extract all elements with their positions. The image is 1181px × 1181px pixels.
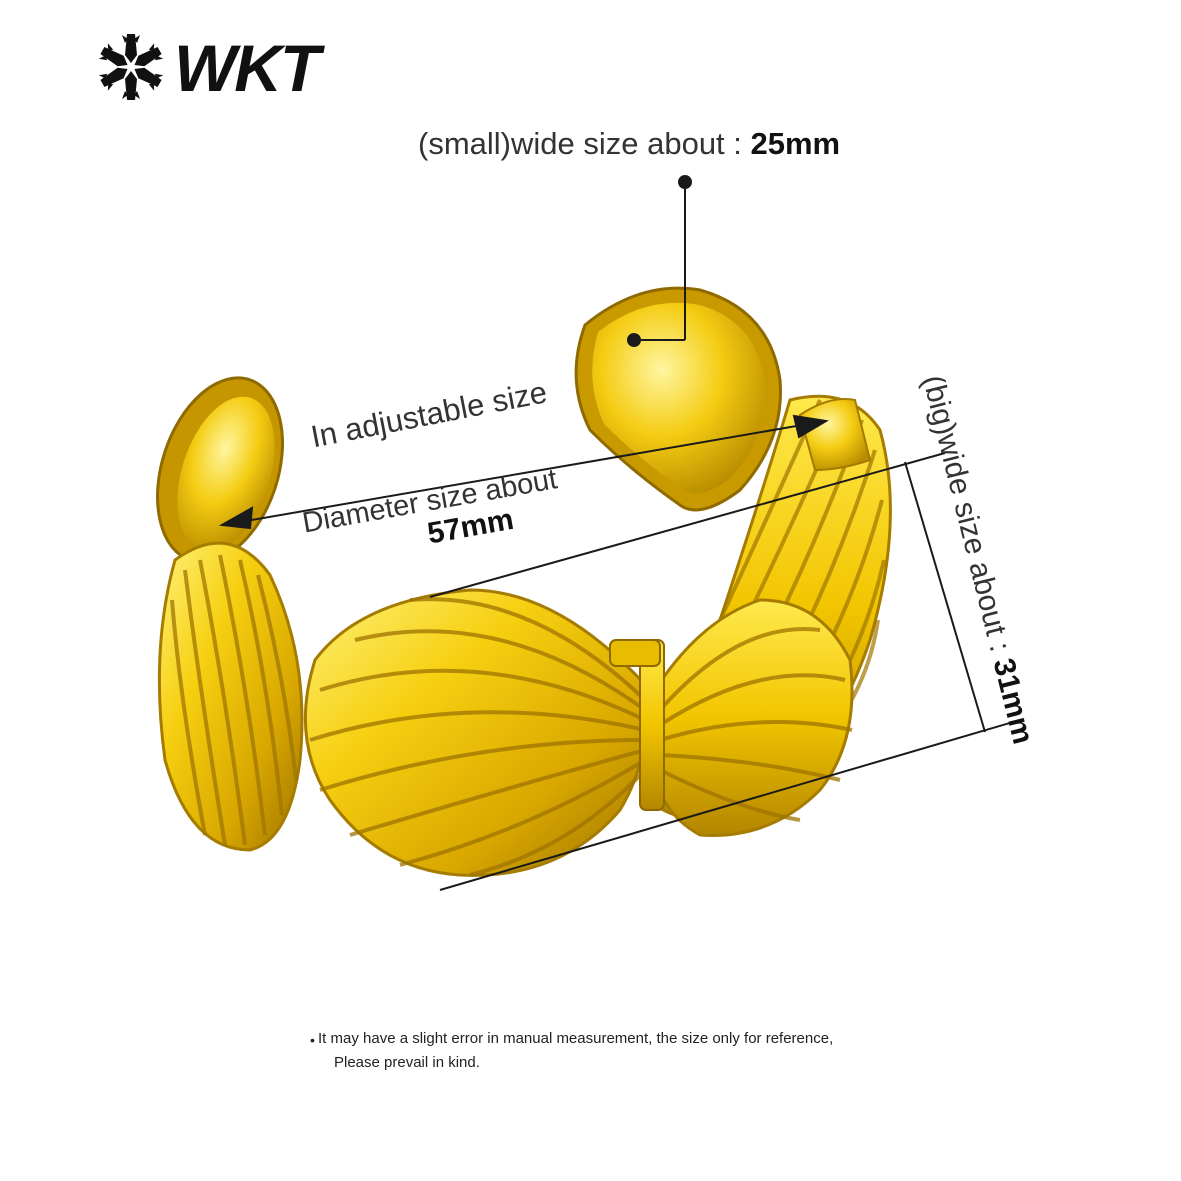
measurement-disclaimer: • It may have a slight error in manual m… bbox=[310, 1027, 834, 1075]
diameter-arrow-left-head bbox=[218, 506, 254, 530]
big-width-dimension-line bbox=[904, 461, 986, 733]
measurement-lines bbox=[218, 175, 1021, 891]
left-outer-shell bbox=[157, 541, 304, 852]
small-width-value: 25mm bbox=[750, 126, 841, 161]
note-bullet: • bbox=[310, 1032, 315, 1048]
small-width-target-dot bbox=[627, 333, 641, 347]
big-width-bottom-extension bbox=[439, 719, 1021, 891]
note-line-1: It may have a slight error in manual mea… bbox=[318, 1030, 834, 1047]
diameter-arrow-line bbox=[239, 423, 809, 523]
brand-logo: WKT bbox=[96, 28, 356, 108]
right-top-shell bbox=[574, 286, 782, 512]
small-width-label: (small)wide size about : bbox=[418, 126, 751, 161]
big-width-top-extension bbox=[429, 452, 946, 598]
small-width-annotation: (small)wide size about : 25mm bbox=[418, 126, 840, 162]
brand-name: WKT bbox=[174, 31, 320, 105]
note-line-2: Please prevail in kind. bbox=[334, 1054, 480, 1071]
diameter-arrow-right-head bbox=[792, 414, 829, 439]
center-hinge bbox=[609, 639, 665, 811]
snowflake-logo-icon bbox=[98, 34, 164, 100]
center-shell-right bbox=[653, 598, 854, 837]
center-shell-left bbox=[303, 588, 652, 877]
